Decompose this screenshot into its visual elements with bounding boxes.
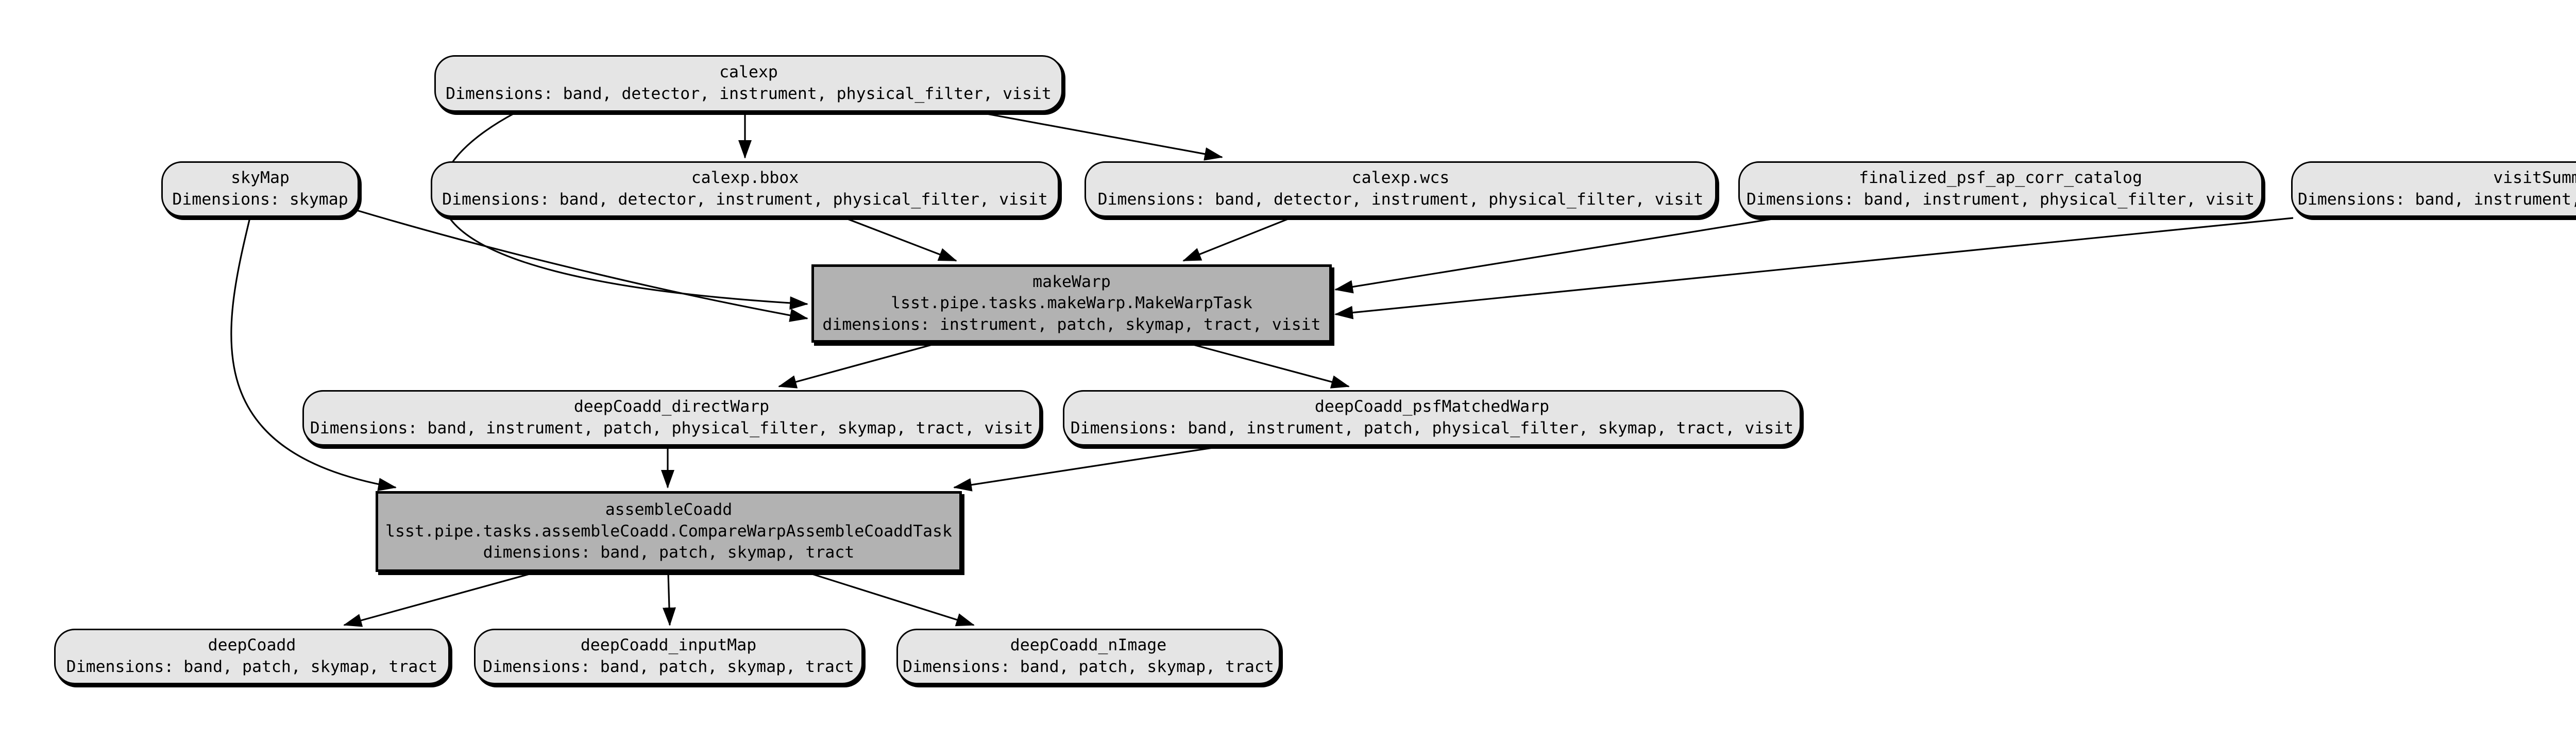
node-visitSummary: visitSummary Dimensions: band, instrumen…: [2291, 161, 2576, 217]
edge-calexp.bbox-to-makeWarp: [844, 217, 957, 262]
node-calexp-wcs: calexp.wcs Dimensions: band, detector, i…: [1084, 161, 1717, 217]
node-psfMatchedWarp-dimensions: Dimensions: band, instrument, patch, phy…: [1070, 419, 1794, 437]
edge-visitSummary-to-makeWarp: [1334, 217, 2294, 319]
node-makeWarp-label: makeWarp: [1032, 272, 1111, 291]
edge-finalized_psf_ap_corr_catalog-to-makeWarp: [1334, 217, 1779, 294]
node-assembleCoadd-dimensions: dimensions: band, patch, skymap, tract: [483, 543, 855, 562]
node-skyMap-label: skyMap: [231, 169, 290, 188]
node-makeWarp-dimensions: dimensions: instrument, patch, skymap, t…: [822, 315, 1321, 334]
node-makeWarp: makeWarp lsst.pipe.tasks.makeWarp.MakeWa…: [811, 264, 1332, 343]
node-calexp-dimensions: Dimensions: band, detector, instrument, …: [446, 85, 1052, 103]
node-finalized-psf-ap-corr-catalog: finalized_psf_ap_corr_catalog Dimensions…: [1738, 161, 2263, 217]
node-deepCoadd-directWarp: deepCoadd_directWarp Dimensions: band, i…: [302, 390, 1041, 446]
node-deepCoadd-inputMap: deepCoadd_inputMap Dimensions: band, pat…: [474, 629, 863, 684]
node-inputMap-dimensions: Dimensions: band, patch, skymap, tract: [483, 658, 854, 676]
edge-makeWarp-to-deepCoadd_directWarp: [778, 342, 938, 389]
edge-skyMap-to-assembleCoadd: [230, 217, 397, 492]
edge-assembleCoadd-to-deepCoadd: [343, 572, 534, 627]
edge-skyMap-to-makeWarp: [356, 209, 808, 322]
node-deepCoadd-psfMatchedWarp: deepCoadd_psfMatchedWarp Dimensions: ban…: [1063, 390, 1801, 446]
edge-calexp-to-calexp.wcs: [981, 112, 1223, 161]
node-psfMatchedWarp-label: deepCoadd_psfMatchedWarp: [1314, 397, 1550, 416]
node-deepCoadd-label: deepCoadd: [208, 636, 296, 655]
node-assembleCoadd-class: lsst.pipe.tasks.assembleCoadd.CompareWar…: [385, 521, 952, 541]
node-skyMap-dimensions: Dimensions: skymap: [172, 190, 348, 209]
node-skyMap: skyMap Dimensions: skymap: [161, 161, 359, 217]
node-visitSummary-dimensions: Dimensions: band, instrument, physical_f…: [2297, 190, 2576, 209]
node-visitSummary-label: visitSummary: [2493, 169, 2576, 188]
edge-makeWarp-to-deepCoadd_psfMatchedWarp: [1187, 342, 1350, 389]
node-assembleCoadd: assembleCoadd lsst.pipe.tasks.assembleCo…: [376, 491, 962, 572]
node-deepCoadd: deepCoadd Dimensions: band, patch, skyma…: [54, 629, 450, 684]
node-calexp-bbox-label: calexp.bbox: [691, 169, 799, 188]
node-deepCoadd-nImage: deepCoadd_nImage Dimensions: band, patch…: [896, 629, 1280, 684]
node-nImage-label: deepCoadd_nImage: [1010, 636, 1167, 655]
node-deepCoadd-dimensions: Dimensions: band, patch, skymap, tract: [66, 658, 438, 676]
node-calexp-bbox: calexp.bbox Dimensions: band, detector, …: [431, 161, 1059, 217]
node-directWarp-dimensions: Dimensions: band, instrument, patch, phy…: [310, 419, 1033, 437]
node-assembleCoadd-label: assembleCoadd: [605, 500, 733, 519]
edge-deepCoadd_psfMatchedWarp-to-assembleCoadd: [953, 446, 1216, 492]
node-calexp-wcs-dimensions: Dimensions: band, detector, instrument, …: [1097, 190, 1704, 209]
node-finalized-dimensions: Dimensions: band, instrument, physical_f…: [1746, 190, 2255, 209]
node-nImage-dimensions: Dimensions: band, patch, skymap, tract: [903, 658, 1274, 676]
node-calexp-bbox-dimensions: Dimensions: band, detector, instrument, …: [442, 190, 1048, 209]
node-inputMap-label: deepCoadd_inputMap: [580, 636, 757, 655]
edge-assembleCoadd-to-deepCoadd_nImage: [808, 572, 975, 627]
edge-assembleCoadd-to-deepCoadd_inputMap: [662, 572, 676, 626]
node-calexp: calexp Dimensions: band, detector, instr…: [434, 55, 1063, 112]
node-makeWarp-class: lsst.pipe.tasks.makeWarp.MakeWarpTask: [891, 294, 1252, 313]
edge-calexp.wcs-to-makeWarp: [1182, 217, 1291, 262]
node-calexp-wcs-label: calexp.wcs: [1351, 169, 1450, 188]
node-finalized-label: finalized_psf_ap_corr_catalog: [1859, 169, 2142, 188]
node-directWarp-label: deepCoadd_directWarp: [573, 397, 770, 416]
node-calexp-label: calexp: [719, 63, 778, 82]
